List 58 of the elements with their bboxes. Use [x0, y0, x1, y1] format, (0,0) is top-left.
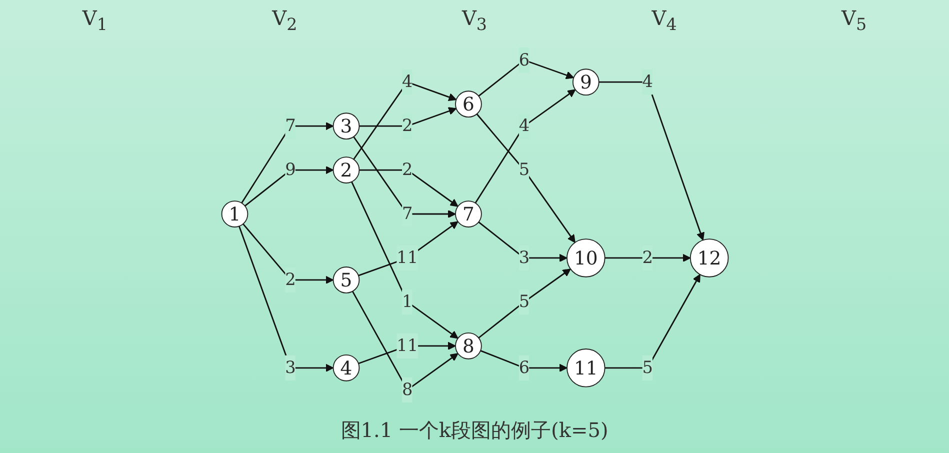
edge-label: 2: [401, 160, 412, 180]
edge-label: 7: [284, 116, 296, 136]
node-circle: 3: [332, 112, 360, 140]
arrow: [480, 350, 567, 372]
node-circle: 4: [332, 354, 360, 382]
arrow: [244, 166, 334, 207]
node-circle: 12: [689, 238, 728, 278]
arrow: [242, 223, 334, 284]
arrow: [352, 81, 456, 160]
edge-label: 4: [642, 72, 652, 92]
caption: 图1.1 一个k段图的例子(k=5): [340, 418, 608, 442]
stage-label: V$_{4}$: [652, 6, 677, 34]
arrow: [358, 107, 456, 127]
arrow: [478, 59, 574, 97]
node-circle: 6: [454, 90, 482, 118]
arrow: [604, 274, 700, 369]
node-circle: 2: [332, 156, 360, 184]
node-circle: 9: [572, 68, 599, 96]
stage-label: V$_{5}$: [842, 6, 867, 34]
edge-label: 8: [401, 380, 412, 400]
edge-label: 1: [401, 292, 412, 312]
stage-label: V$_{2}$: [272, 6, 298, 34]
arrow: [350, 182, 458, 339]
arrow: [358, 169, 458, 207]
arrow: [352, 136, 456, 218]
arrow: [478, 268, 570, 338]
arrow: [598, 81, 704, 240]
edge-label: 3: [284, 358, 296, 378]
edge-label: 5: [518, 160, 530, 180]
arrow: [238, 226, 334, 372]
node-circle: 1: [220, 200, 248, 228]
arrow: [476, 114, 575, 243]
stage-label: V$_{1}$: [82, 6, 108, 34]
arrow: [474, 89, 576, 204]
edge-label: 6: [518, 358, 530, 378]
edge-label: 6: [518, 50, 530, 70]
arrow: [358, 221, 458, 276]
edge-label: 11: [396, 336, 418, 356]
edge-label: 2: [401, 116, 412, 136]
node-circle: 7: [454, 200, 482, 228]
edge-label: 11: [396, 248, 418, 268]
arrow: [604, 254, 690, 262]
stage-label: V$_{3}$: [462, 6, 488, 34]
edge-label: 4: [518, 116, 530, 136]
node-circle: 5: [332, 266, 360, 294]
arrow: [240, 122, 334, 204]
edge-label: 5: [518, 292, 530, 312]
edge-label: 5: [642, 358, 652, 378]
edge-label: 2: [284, 270, 296, 290]
edge-label: 9: [284, 160, 296, 180]
node-circle: 11: [566, 348, 605, 388]
node-circle: 10: [566, 238, 605, 278]
edge-label: 2: [642, 248, 652, 268]
edge-label: 4: [401, 72, 412, 92]
edge-label: 3: [518, 248, 530, 268]
arrow: [478, 221, 567, 262]
node-circle: 8: [454, 332, 482, 360]
edge-label: 7: [401, 204, 412, 224]
